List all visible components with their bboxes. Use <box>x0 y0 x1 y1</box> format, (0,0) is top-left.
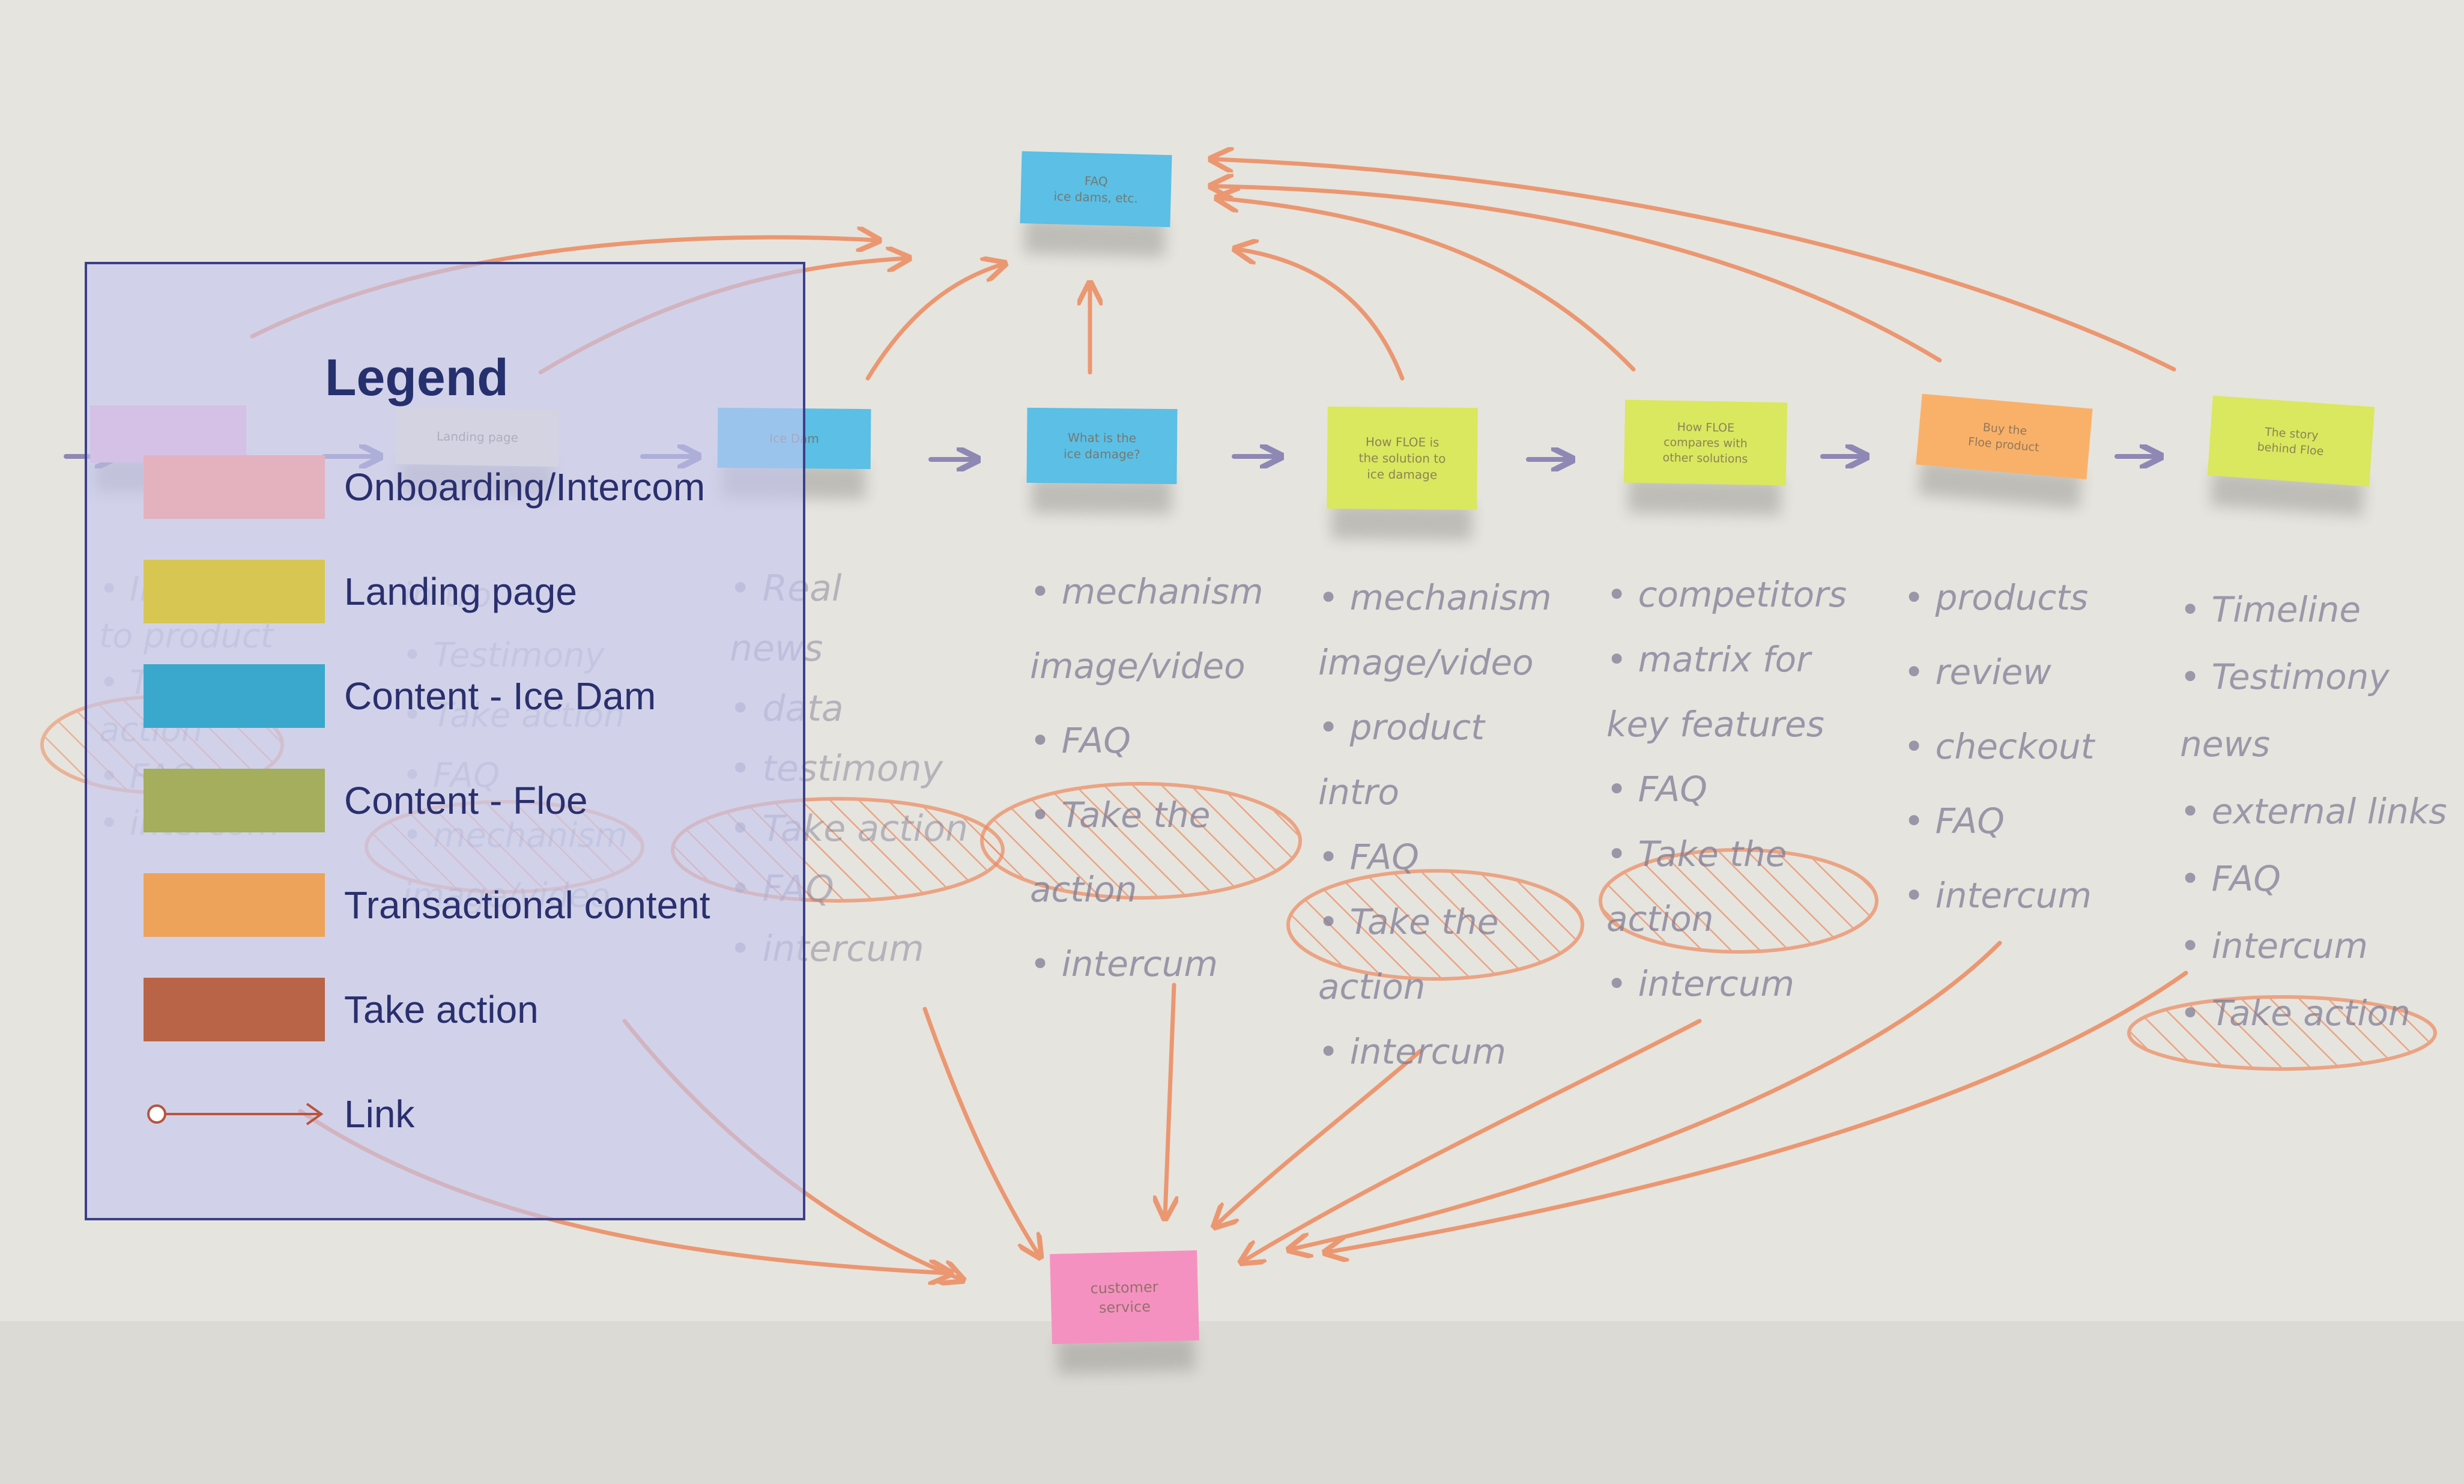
legend-label: Content - Floe <box>344 779 588 822</box>
sticky-body <box>1026 407 1178 485</box>
legend-label: Landing page <box>344 570 577 613</box>
sticky-text: ice damage? <box>1064 446 1140 461</box>
handwritten-list-col-g: • products • review • checkout • FAQ • inter… <box>1904 577 2096 916</box>
handwritten-text: • FAQ <box>1318 837 1419 877</box>
handwritten-text: • intercum <box>1030 943 1218 984</box>
handwritten-text: • FAQ <box>2180 858 2281 899</box>
sticky-body <box>1327 406 1478 510</box>
link-arrow-icon <box>147 1103 324 1125</box>
handwritten-text: • competitors <box>1606 574 1847 615</box>
handwritten-text: image/video <box>1318 642 1534 683</box>
handwritten-text: • FAQ <box>1606 769 1707 810</box>
sticky-shadow <box>1031 476 1172 515</box>
handwritten-text: • mechanism <box>1030 571 1264 612</box>
handwritten-text: • product <box>1318 707 1486 748</box>
link-arrows <box>250 159 2188 1279</box>
handwritten-text: • intercum <box>1904 875 2092 916</box>
legend-item-landing-page: Landing page <box>144 560 792 623</box>
handwritten-text: action <box>1606 898 1714 939</box>
sticky-text: How FLOE is <box>1366 434 1439 449</box>
legend-label: Content - Ice Dam <box>344 674 656 718</box>
handwritten-text: • Testimony <box>2180 656 2390 697</box>
sticky-text: FAQ <box>1085 174 1108 189</box>
transactional-swatch <box>144 873 325 937</box>
handwritten-text: • Timeline <box>2180 589 2361 630</box>
handwritten-text: • Take the <box>1030 795 1210 835</box>
sticky-shadow <box>1331 502 1473 541</box>
landing-page-swatch <box>144 560 325 623</box>
handwritten-list-col-h: • Timeline • Testimony news • external link… <box>2180 589 2447 1034</box>
legend-label: Onboarding/Intercom <box>344 465 706 509</box>
sticky-text: ice dams, etc. <box>1053 189 1138 206</box>
onboarding-swatch <box>144 455 325 519</box>
sticky-shadow <box>1024 217 1166 258</box>
sticky-body <box>1916 393 2093 480</box>
handwritten-text: • Take the <box>1318 901 1498 942</box>
handwritten-text: image/video <box>1030 646 1246 686</box>
legend-item-content-ice-dam: Content - Ice Dam <box>144 664 792 728</box>
legend-item-onboarding-intercom: Onboarding/Intercom <box>144 455 792 519</box>
handwritten-text: • checkout <box>1904 726 2096 767</box>
legend-item-link: Link <box>144 1082 792 1146</box>
sticky-body <box>1623 399 1788 486</box>
sticky-text: What is the <box>1068 431 1136 446</box>
handwritten-list-col-d: • mechanism image/video • FAQ • Take the act… <box>1030 571 1264 984</box>
sticky-text: compares with <box>1663 435 1748 450</box>
handwritten-text: • intercum <box>1606 963 1794 1004</box>
handwritten-text: intro <box>1318 772 1399 813</box>
sticky-body <box>2207 395 2375 487</box>
sticky-body <box>1050 1250 1199 1345</box>
legend-item-content-floe: Content - Floe <box>144 769 792 832</box>
handwritten-text: • intercum <box>1318 1031 1506 1072</box>
handwritten-text: • matrix for <box>1606 639 1812 680</box>
sticky-text: How FLOE <box>1677 420 1735 435</box>
handwritten-text: • review <box>1904 652 2051 692</box>
legend-item-transactional-content: Transactional content <box>144 873 792 937</box>
handwritten-text: key features <box>1606 704 1824 745</box>
sticky-text: the solution to <box>1358 450 1445 465</box>
take-action-swatch <box>144 978 325 1041</box>
handwritten-text: • Take the <box>1606 834 1787 874</box>
legend-label: Transactional content <box>344 883 710 927</box>
legend-label: Take action <box>344 988 539 1031</box>
legend-item-take-action: Take action <box>144 978 792 1041</box>
ice-dam-swatch <box>144 664 325 728</box>
handwritten-text: • FAQ <box>1030 720 1131 761</box>
sticky-shadow <box>1627 476 1781 516</box>
handwritten-list-col-e: • mechanism image/video • product intro • FA… <box>1318 577 1552 1072</box>
sticky-text: other solutions <box>1662 451 1748 465</box>
legend-panel: Legend Onboarding/Intercom Landing page … <box>85 262 805 1220</box>
handwritten-text: news <box>2180 724 2270 765</box>
handwritten-text: • Take action <box>2180 993 2411 1034</box>
handwritten-text: • intercum <box>2180 925 2368 966</box>
handwritten-text: • FAQ <box>1904 801 2005 841</box>
sticky-text: service <box>1099 1298 1151 1316</box>
legend-label: Link <box>344 1092 415 1136</box>
sticky-text: ice damage <box>1367 467 1437 482</box>
legend-title: Legend <box>325 349 509 407</box>
handwritten-text: • external links <box>2180 791 2447 832</box>
handwritten-text: action <box>1318 966 1426 1007</box>
sticky-text: customer <box>1090 1279 1158 1297</box>
floe-swatch <box>144 769 325 832</box>
handwritten-list-col-f: • competitors • matrix for key features • F… <box>1606 574 1847 1004</box>
sticky-shadow <box>1056 1334 1196 1374</box>
handwritten-text: • products <box>1904 577 2088 618</box>
sticky-body <box>1020 151 1172 228</box>
handwritten-text: action <box>1030 869 1137 910</box>
handwritten-text: • mechanism <box>1318 577 1552 618</box>
